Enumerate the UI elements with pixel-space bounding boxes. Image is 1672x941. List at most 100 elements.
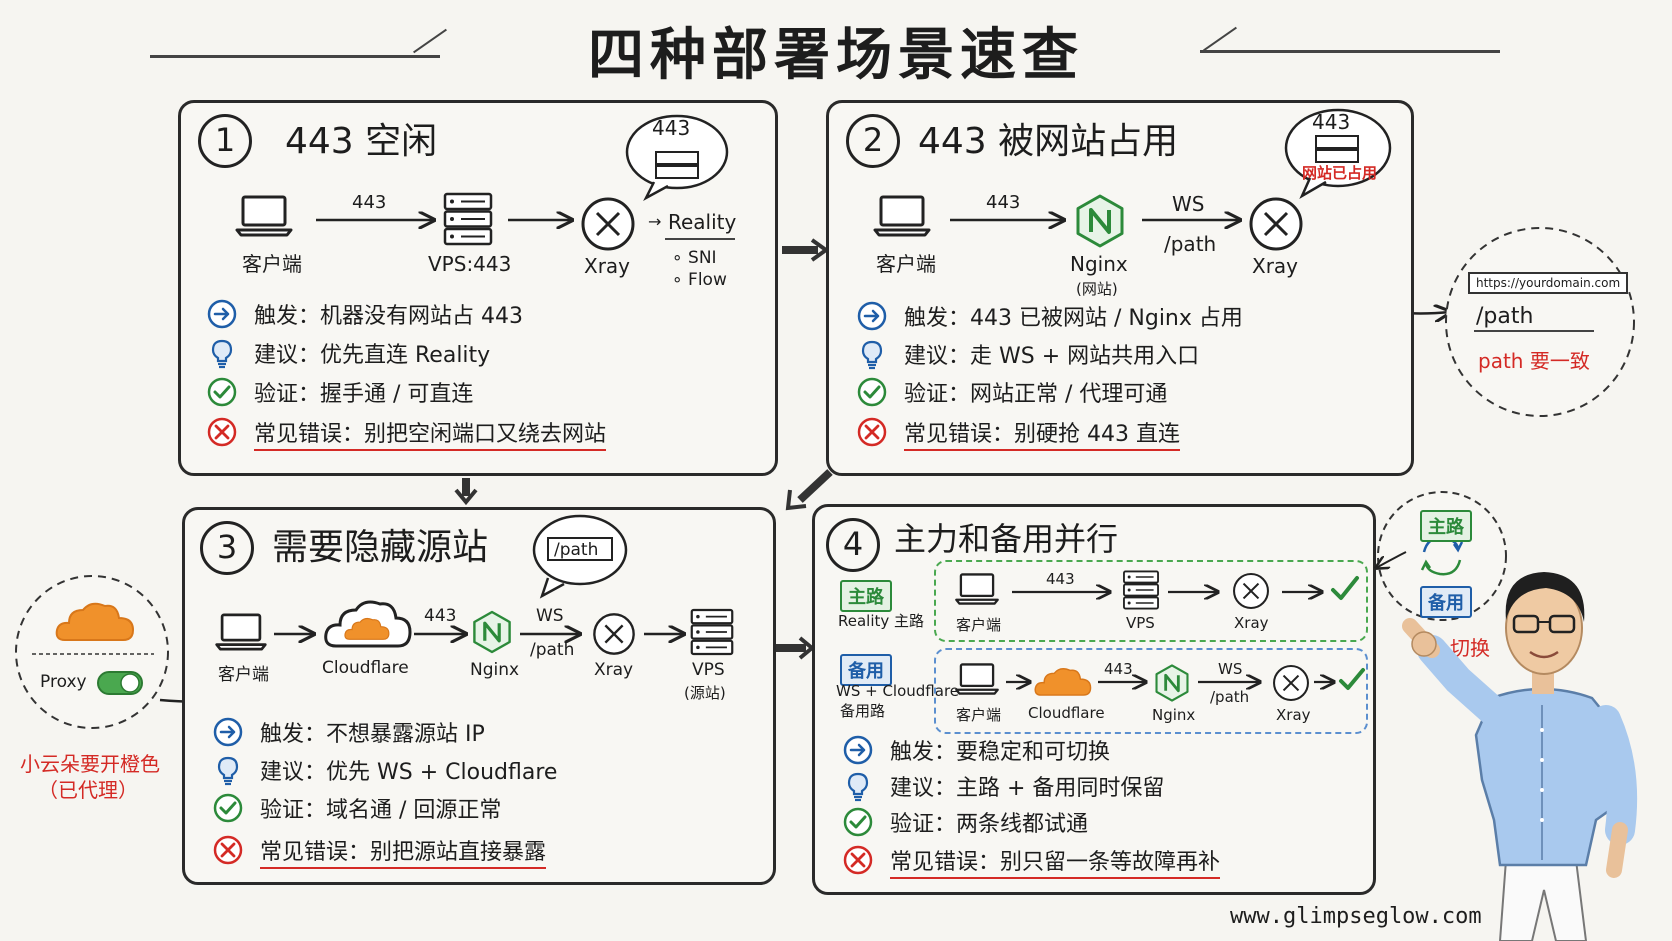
panel-title: 需要隐藏源站 (272, 527, 489, 568)
path-value: /path (1476, 304, 1534, 329)
nginx-sub-label: (网站) (1076, 280, 1118, 298)
path-label: /path (1210, 688, 1250, 706)
cloudflare-icon (1034, 666, 1092, 698)
panel-number: 2 (846, 114, 900, 168)
proxy-note-sub: （已代理） (38, 778, 138, 802)
nginx-label: Nginx (470, 660, 520, 680)
xray-icon (1232, 572, 1270, 610)
server-icon (690, 608, 734, 656)
backup-route-desc: WS + Cloudflare (836, 682, 960, 700)
check-circle-icon (842, 806, 874, 838)
main-route-desc: Reality 主路 (838, 612, 925, 630)
mistake-row: 常见错误：别硬抢 443 直连 (856, 416, 1180, 451)
switch-main-tag: 主路 (1420, 510, 1472, 542)
bubble-path-label: /path (554, 540, 599, 560)
verify-row: 验证：握手通 / 可直连 (206, 376, 473, 408)
laptop-icon (872, 194, 932, 238)
check-circle-icon (206, 376, 238, 408)
suggestion-row: 建议：走 WS + 网站共用入口 (856, 338, 1199, 370)
panel-number: 4 (826, 518, 880, 572)
sni-label: SNI (688, 248, 717, 268)
lightbulb-icon (842, 770, 874, 802)
occupied-note: 网站已占用 (1302, 164, 1378, 182)
title-deco-line-right (1200, 50, 1500, 53)
check-circle-icon (212, 792, 244, 824)
laptop-icon (214, 612, 268, 652)
reality-label: Reality (668, 210, 737, 234)
path-label: /path (1164, 232, 1217, 256)
laptop-icon (954, 662, 1000, 696)
path-consistency-circle (1445, 227, 1635, 417)
nginx-icon (1154, 664, 1190, 702)
mistake-row: 常见错误：别把源站直接暴露 (212, 834, 547, 869)
mistake-row: 常见错误：别只留一条等故障再补 (842, 844, 1221, 879)
page-title: 四种部署场景速查 (588, 23, 1084, 88)
path-note: path 要一致 (1478, 349, 1590, 373)
cloudflare-label: Cloudflare (1028, 704, 1105, 722)
laptop-icon (954, 572, 1000, 606)
cloudflare-icon (322, 596, 412, 652)
presenter-illustration (1402, 572, 1638, 941)
xray-label: Xray (1234, 614, 1269, 632)
panel-title: 443 空闲 (285, 121, 438, 162)
trigger-row: 触发：443 已被网站 / Nginx 占用 (856, 300, 1243, 332)
main-route-box (934, 560, 1368, 642)
arrow-circle-icon (206, 298, 238, 330)
check-circle-icon (856, 376, 888, 408)
verify-row: 验证：两条线都试通 (842, 806, 1088, 838)
mistake-row: 常见错误：别把空闲端口又绕去网站 (206, 416, 607, 451)
proxy-note: 小云朵要开橙色 (20, 752, 160, 776)
port-bubble (1284, 108, 1392, 200)
ws-label: WS (536, 606, 564, 626)
panel-number: 1 (198, 114, 252, 168)
xray-icon (592, 612, 636, 656)
verify-row: 验证：域名通 / 回源正常 (212, 792, 501, 824)
checkmark-icon (1331, 576, 1359, 600)
path-label: /path (530, 640, 575, 660)
suggestion-row: 建议：优先直连 Reality (206, 337, 490, 369)
trigger-row: 触发：不想暴露源站 IP (212, 716, 485, 748)
panel-title: 443 被网站占用 (918, 121, 1179, 162)
arrow-2-to-4 (797, 469, 833, 503)
ws-label: WS (1218, 660, 1243, 678)
panel-title: 主力和备用并行 (894, 520, 1119, 558)
backup-route-desc-sub: 备用路 (840, 702, 886, 720)
x-circle-icon (842, 844, 874, 876)
trigger-row: 触发：机器没有网站占 443 (206, 298, 523, 330)
cloudflare-label: Cloudflare (322, 658, 409, 678)
bubble-port-label: 443 (1312, 110, 1351, 134)
vps-sub-label: (源站) (684, 684, 726, 702)
port-443-label: 443 (352, 192, 387, 213)
backup-route-tag: 备用 (840, 654, 892, 686)
arrow-circle-icon (842, 734, 874, 766)
lightbulb-icon (856, 338, 888, 370)
xray-icon (1248, 196, 1304, 252)
flow-label: Flow (688, 270, 727, 290)
client-label: 客户端 (218, 665, 269, 685)
client-label: 客户端 (956, 616, 1002, 634)
vps-label: VPS (1126, 614, 1155, 632)
title-deco-line-left (150, 55, 440, 58)
x-circle-icon (206, 416, 238, 448)
footer-url[interactable]: www.glimpseglow.com (1230, 904, 1482, 929)
proxy-circle (15, 575, 169, 729)
server-icon (1122, 570, 1160, 610)
lightbulb-icon (212, 754, 244, 786)
xray-icon (1272, 664, 1310, 702)
server-icon (443, 192, 493, 246)
suggestion-row: 建议：主路 + 备用同时保留 (842, 770, 1164, 802)
nginx-icon (472, 610, 512, 654)
path-bubble (532, 514, 628, 599)
nginx-label: Nginx (1152, 706, 1196, 724)
proxy-label: Proxy (40, 672, 87, 692)
vps-label: VPS (692, 660, 725, 680)
proxy-toggle[interactable] (96, 670, 144, 696)
backup-route-box (934, 648, 1368, 734)
xray-label: Xray (584, 254, 631, 278)
arrow-circle-icon (856, 300, 888, 332)
xray-label: Xray (1252, 254, 1299, 278)
port-bubble (625, 114, 729, 202)
bubble-port-label: 443 (652, 116, 691, 140)
client-label: 客户端 (876, 252, 936, 276)
xray-label: Xray (594, 660, 634, 680)
